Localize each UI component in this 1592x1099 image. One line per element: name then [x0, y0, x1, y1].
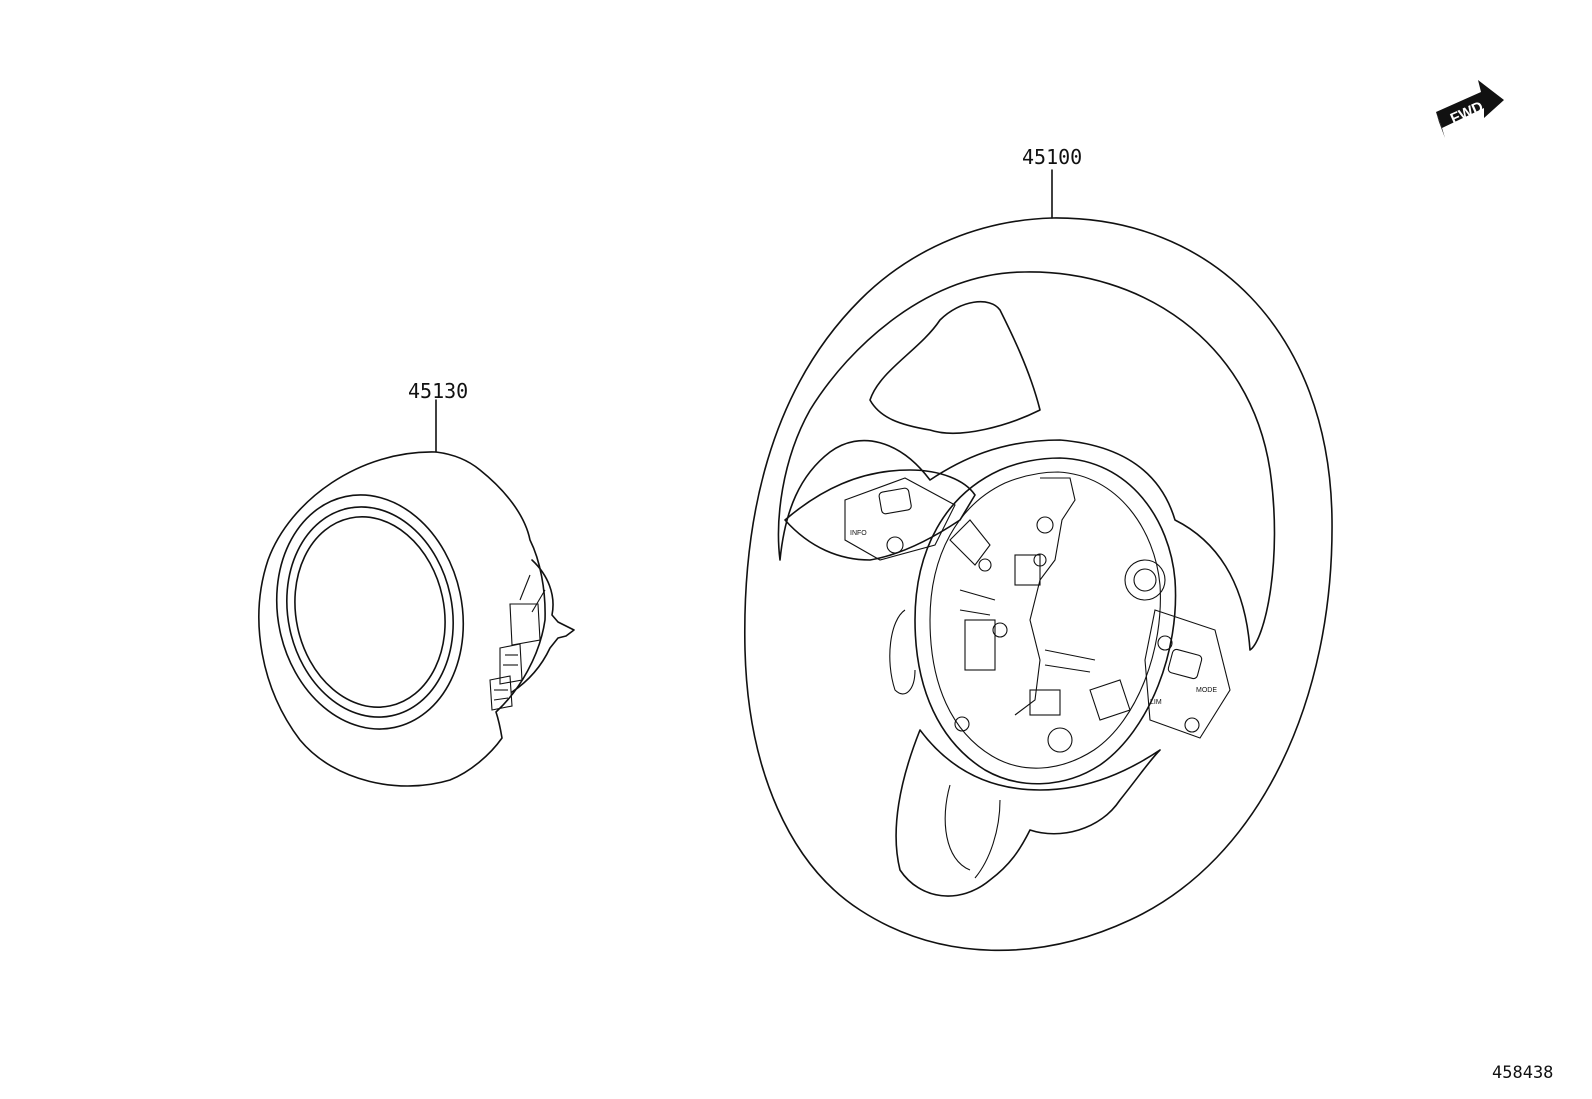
illustration-id: 458438	[1492, 1063, 1553, 1083]
button-label-lim: LIM	[1150, 699, 1162, 706]
button-label-info: INFO	[850, 530, 867, 537]
airbag-module-drawing: 45130	[258, 379, 575, 787]
fwd-label: FWD	[1448, 98, 1486, 127]
part-number-45100: 45100	[1022, 145, 1082, 169]
steering-wheel-drawing: 45100 INFO LIM MODE	[743, 145, 1333, 952]
button-label-mode: MODE	[1196, 687, 1217, 694]
part-number-45130: 45130	[408, 379, 468, 403]
fwd-arrow-icon: FWD	[1436, 80, 1504, 138]
